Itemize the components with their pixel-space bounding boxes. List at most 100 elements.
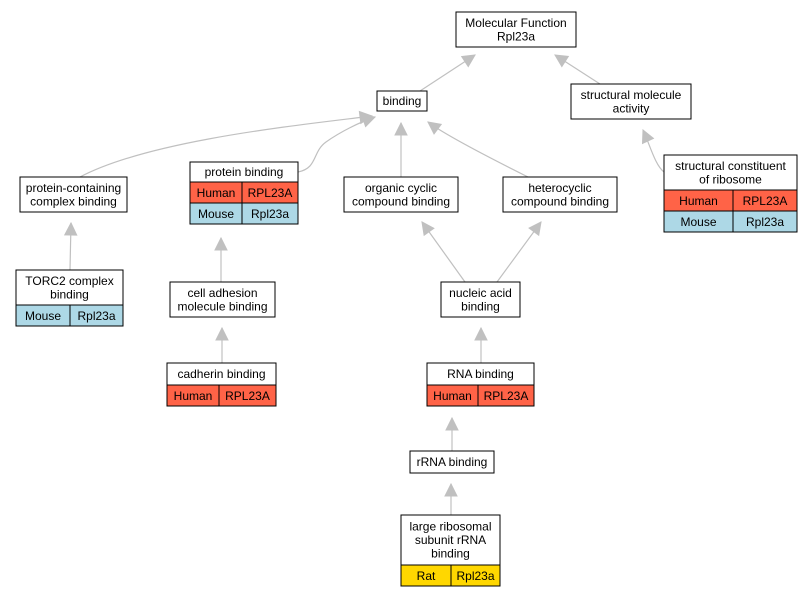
node-label-line: of ribosome: [699, 172, 762, 186]
edge-rrnab-to-rnab: [445, 416, 459, 451]
gene-label: RPL23A: [248, 186, 293, 200]
node-label-line: binding: [431, 547, 470, 561]
edge-line: [79, 115, 373, 178]
node-label-line: complex binding: [30, 194, 117, 208]
gene-label: Rpl23a: [456, 569, 494, 583]
node-box: [19, 176, 128, 213]
arrowhead-icon: [528, 221, 542, 237]
arrowhead-icon: [474, 326, 488, 341]
species-label: Human: [433, 389, 472, 403]
node-label-line: Rpl23a: [497, 29, 535, 43]
node-label-line: binding: [50, 287, 89, 301]
edge-torc2-to-pcb: [63, 221, 78, 271]
gene-label: RPL23A: [225, 389, 270, 403]
arrowhead-icon: [394, 121, 408, 136]
node-label-line: protein-containing: [26, 181, 121, 195]
node-box: [343, 176, 459, 213]
node-label-line: subunit rRNA: [415, 533, 486, 547]
node-label-line: heterocyclic: [528, 181, 591, 195]
species-label: Human: [174, 389, 213, 403]
edge-camb-to-pb: [214, 236, 228, 282]
node-label-line: compound binding: [352, 194, 450, 208]
gene-label: Rpl23a: [251, 207, 289, 221]
node-label-line: binding: [461, 299, 500, 313]
edge-lrsrb-to-rrnab: [444, 482, 458, 515]
node-label-line: large ribosomal: [409, 520, 491, 534]
gene-cell: [450, 564, 501, 587]
gene-cell: [69, 304, 124, 327]
arrowhead-icon: [460, 54, 476, 68]
arrowhead-icon: [427, 121, 443, 135]
edge-pb-to-binding: [297, 114, 377, 173]
node-label-line: cell adhesion: [187, 286, 257, 300]
arrowhead-icon: [360, 114, 377, 128]
gene-label: RPL23A: [743, 194, 788, 208]
arrowhead-icon: [215, 326, 229, 341]
node-box: [376, 90, 428, 112]
node-label-line: structural molecule: [581, 88, 682, 102]
node-box: [169, 281, 276, 318]
edge-cadb-to-camb: [215, 326, 229, 363]
edge-nab-to-occb: [421, 221, 466, 283]
species-label: Human: [679, 194, 718, 208]
go-term-node-binding[interactable]: binding: [376, 90, 428, 112]
node-label-line: cadherin binding: [177, 367, 265, 381]
node-label-line: organic cyclic: [365, 181, 437, 195]
arrowhead-icon: [445, 416, 459, 431]
go-term-node-rrnab[interactable]: rRNA binding: [409, 450, 495, 474]
node-label-line: Molecular Function: [465, 16, 566, 30]
edge-occb-to-binding: [394, 121, 408, 177]
arrowhead-icon: [641, 128, 655, 145]
node-label-line: molecule binding: [177, 299, 267, 313]
node-label-line: TORC2 complex: [25, 274, 113, 288]
node-box: [455, 11, 577, 48]
species-label: Mouse: [680, 215, 716, 229]
edge-nab-to-hcb: [496, 221, 542, 283]
arrowhead-icon: [554, 54, 570, 68]
gene-label: RPL23A: [484, 389, 529, 403]
edge-line: [427, 121, 529, 178]
node-box: [570, 83, 692, 120]
node-label-line: binding: [383, 94, 422, 108]
arrowhead-icon: [214, 236, 228, 251]
edge-hcb-to-binding: [427, 121, 529, 178]
node-label-line: nucleic acid: [449, 286, 512, 300]
node-box: [440, 281, 521, 318]
arrowhead-icon: [444, 482, 458, 497]
species-label: Rat: [417, 569, 436, 583]
node-label-line: protein binding: [205, 165, 284, 179]
edge-sma-to-mf: [554, 54, 601, 85]
node-label-line: RNA binding: [447, 367, 514, 381]
gene-label: Rpl23a: [77, 309, 115, 323]
species-label: Human: [197, 186, 236, 200]
gene-label: Rpl23a: [746, 215, 784, 229]
edges-layer: [63, 54, 665, 515]
edge-scr-to-sma: [641, 128, 665, 173]
node-box: [409, 450, 495, 474]
gene-cell: [477, 384, 535, 407]
gene-cell: [241, 202, 299, 225]
node-box: [502, 176, 618, 213]
node-label-line: rRNA binding: [417, 455, 488, 469]
species-label: Mouse: [25, 309, 61, 323]
edge-rnab-to-nab: [474, 326, 488, 363]
node-label-line: activity: [613, 101, 650, 115]
edge-binding-to-mf: [419, 54, 476, 92]
species-label: Mouse: [198, 207, 234, 221]
node-label-line: structural constituent: [675, 159, 786, 173]
